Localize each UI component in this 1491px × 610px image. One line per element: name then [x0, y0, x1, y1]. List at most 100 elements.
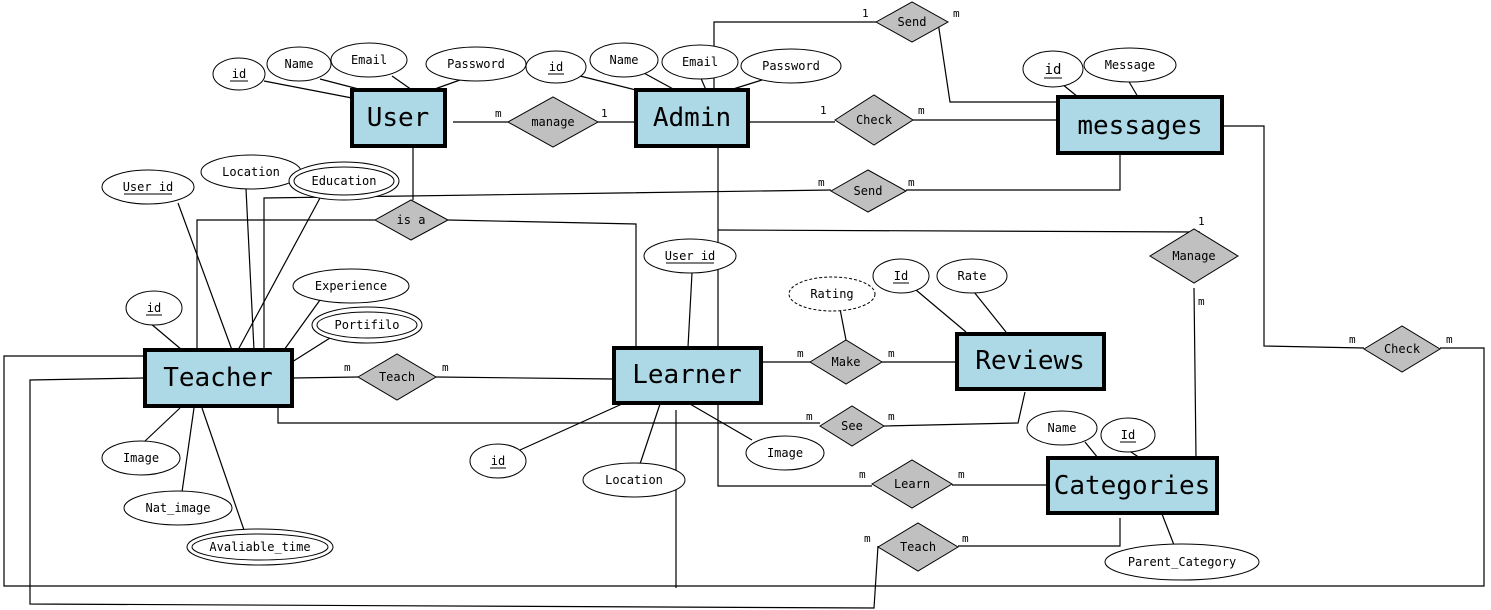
relationship-make: Make [809, 339, 883, 385]
entity-teacher: Teacher [143, 348, 294, 408]
card-manage-left: m [495, 107, 502, 120]
attribute-admin-id: id [525, 50, 587, 84]
card-send-mid-left: m [818, 176, 825, 189]
attribute-teacher-user-id: User_id [101, 169, 195, 205]
svg-text:Send: Send [854, 184, 883, 198]
attribute-teacher-location: Location [200, 154, 302, 190]
relationship-manage: manage [506, 96, 600, 148]
attribute-teacher-nat-image: Nat_image [123, 490, 233, 526]
svg-text:Image: Image [767, 446, 803, 460]
card-send-top-left: 1 [862, 7, 869, 20]
svg-text:Password: Password [762, 59, 820, 73]
svg-text:manage: manage [531, 115, 574, 129]
relationship-teach-bottom: Teach [877, 522, 959, 572]
entity-admin: Admin [634, 88, 750, 148]
attribute-teacher-education: Education [288, 161, 400, 201]
attribute-learner-image: Image [745, 435, 825, 471]
svg-text:Admin: Admin [653, 103, 731, 133]
card-check-mid-right: m [918, 104, 925, 117]
attribute-learner-id: id [469, 443, 527, 479]
entity-reviews: Reviews [955, 332, 1106, 391]
svg-text:Message: Message [1105, 58, 1156, 72]
attribute-category-name: Name [1026, 410, 1098, 446]
svg-text:id: id [491, 454, 505, 468]
card-manage-cat-top: 1 [1198, 215, 1205, 228]
card-learn-right: m [958, 468, 965, 481]
svg-text:Name: Name [610, 53, 639, 67]
attribute-teacher-portfolio: Portifilo [311, 306, 423, 344]
attribute-review-id: Id [872, 258, 930, 294]
cardinality-labels: m 1 1 m 1 m m m 1 m m m m m m m m m m m … [344, 7, 1453, 545]
attribute-review-rating: Rating [788, 276, 876, 312]
attribute-admin-email: Email [661, 44, 739, 80]
svg-text:Avaliable_time: Avaliable_time [209, 540, 310, 554]
relationship-see: See [819, 405, 885, 447]
svg-text:Manage: Manage [1172, 249, 1215, 263]
svg-text:Portifilo: Portifilo [334, 318, 399, 332]
card-make-left: m [797, 347, 804, 360]
svg-text:User_id: User_id [665, 249, 716, 263]
card-send-top-right: m [953, 7, 960, 20]
connector-lines [3, 21, 1485, 609]
attribute-category-parent: Parent_Category [1104, 543, 1260, 581]
svg-text:is a: is a [397, 213, 426, 227]
svg-text:Education: Education [311, 174, 376, 188]
attribute-user-id: id [212, 57, 266, 91]
card-teach-mid-left: m [344, 361, 351, 374]
entity-categories: Categories [1046, 456, 1219, 515]
svg-text:Image: Image [123, 451, 159, 465]
attribute-teacher-available-time: Avaliable_time [186, 528, 334, 566]
attribute-review-rate: Rate [936, 258, 1008, 294]
relationship-teach-mid: Teach [357, 353, 437, 401]
svg-text:Rating: Rating [810, 287, 853, 301]
relationship-check-right: Check [1363, 325, 1441, 373]
svg-text:id: id [232, 67, 246, 81]
card-check-mid-left: 1 [820, 104, 827, 117]
card-make-right: m [888, 347, 895, 360]
card-manage-cat-bottom: m [1198, 295, 1205, 308]
svg-text:See: See [841, 419, 863, 433]
svg-text:User: User [367, 103, 430, 133]
relationship-send-top: Send [874, 1, 950, 43]
card-teach-mid-right: m [442, 361, 449, 374]
svg-text:Name: Name [285, 57, 314, 71]
svg-text:id: id [147, 301, 161, 315]
attribute-learner-user-id: User_id [643, 238, 737, 274]
entity-user: User [350, 88, 447, 148]
attribute-teacher-image: Image [101, 440, 181, 476]
card-send-mid-right: m [908, 176, 915, 189]
svg-text:Name: Name [1048, 421, 1077, 435]
card-manage-right: 1 [601, 107, 608, 120]
card-teach-bottom-left: m [864, 532, 871, 545]
svg-text:Teach: Teach [900, 540, 936, 554]
attribute-teacher-experience: Experience [292, 268, 410, 304]
svg-text:Email: Email [351, 53, 387, 67]
svg-text:Experience: Experience [315, 279, 387, 293]
entity-messages: messages [1056, 95, 1224, 155]
svg-text:Rate: Rate [958, 269, 987, 283]
attribute-user-name: Name [266, 46, 332, 82]
attribute-teacher-id: id [125, 290, 183, 326]
svg-text:id: id [549, 60, 563, 74]
card-check-right-right: m [1446, 333, 1453, 346]
svg-text:User_id: User_id [123, 180, 174, 194]
card-check-right-left: m [1349, 333, 1356, 346]
attribute-messages-id: id [1022, 50, 1084, 88]
svg-text:Send: Send [898, 15, 927, 29]
svg-text:Check: Check [1384, 342, 1421, 356]
card-learn-left: m [859, 468, 866, 481]
attribute-user-email: Email [330, 42, 408, 78]
svg-text:Teacher: Teacher [163, 363, 273, 393]
relationship-is-a: is a [373, 199, 450, 241]
svg-text:Location: Location [605, 473, 663, 487]
attribute-admin-name: Name [589, 42, 659, 78]
card-see-right: m [888, 410, 895, 423]
relationship-learn: Learn [871, 459, 953, 509]
relationship-send-mid: Send [829, 169, 908, 213]
svg-text:Check: Check [856, 113, 893, 127]
relationship-check-mid: Check [834, 94, 914, 146]
attribute-learner-location: Location [582, 462, 686, 498]
svg-text:Nat_image: Nat_image [145, 501, 210, 515]
attribute-messages-message: Message [1083, 47, 1177, 83]
